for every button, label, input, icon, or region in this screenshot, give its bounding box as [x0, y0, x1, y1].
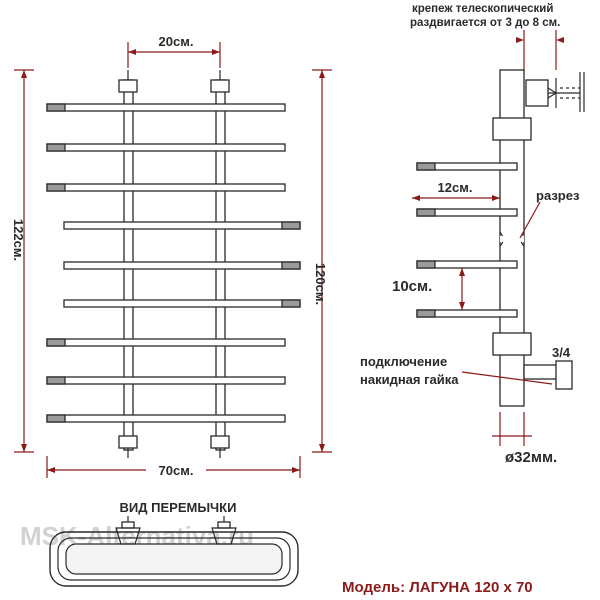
height-left-label: 122см. [11, 219, 26, 261]
bar [46, 103, 286, 112]
bridge-inner [65, 543, 283, 575]
side-bar-end [416, 208, 436, 217]
bar-end [46, 414, 66, 423]
connection-line1: подключение [360, 354, 447, 369]
bar-spacing-label: 10см. [392, 278, 432, 295]
thread-size-label: 3/4 [552, 345, 571, 360]
bar-length-label: 12см. [438, 180, 473, 195]
bar-end [281, 261, 301, 270]
bar [46, 414, 286, 423]
connection-pipe [523, 364, 559, 380]
bar-end [46, 376, 66, 385]
bar [63, 221, 301, 230]
bar-end [46, 338, 66, 347]
front-view: 20см. 122см. 120см. 70см. [11, 34, 332, 478]
mount-note-line1: крепеж телескопический [412, 3, 553, 15]
bar [46, 376, 286, 385]
bar [46, 143, 286, 152]
connection-line2: накидная гайка [360, 372, 459, 387]
side-bar-end [416, 162, 436, 171]
cut-label: разрез [536, 188, 580, 203]
bar [46, 338, 286, 347]
side-bar-end [416, 309, 436, 318]
bar [63, 299, 301, 308]
bar [46, 183, 286, 192]
top-right-nut [210, 79, 230, 93]
bridge-right-fitting [211, 516, 237, 545]
bridge-outer [49, 531, 299, 587]
bar-end [46, 143, 66, 152]
mount-note-line2: раздвигается от 3 до 8 см. [410, 17, 560, 29]
bridge-view: ВИД ПЕРЕМЫЧКИ MSK-Alternativa.ru [20, 500, 299, 587]
wall-mount-body [525, 79, 549, 107]
model-label: Модель: ЛАГУНА 120 x 70 [342, 579, 533, 596]
bar [63, 261, 301, 270]
bar-end [46, 183, 66, 192]
bar-end [281, 299, 301, 308]
bar-end [281, 221, 301, 230]
top-left-nut [118, 79, 138, 93]
bars [46, 103, 301, 423]
bar-end [46, 103, 66, 112]
height-right-label: 120см. [313, 263, 328, 305]
upper-clamp [492, 117, 532, 141]
connection-nut [555, 360, 573, 390]
side-view: крепеж телескопический раздвигается от 3… [360, 3, 585, 466]
pipe-diameter-label: ø32мм. [505, 449, 557, 466]
bottom-left-nut [118, 435, 138, 449]
bottom-right-nut [210, 435, 230, 449]
bridge-title: ВИД ПЕРЕМЫЧКИ [120, 500, 237, 515]
lower-clamp [492, 332, 532, 356]
bridge-middle [57, 537, 291, 581]
side-bar-end [416, 260, 436, 269]
top-width-label: 20см. [159, 34, 194, 49]
bottom-width-label: 70см. [159, 463, 194, 478]
bridge-left-fitting [115, 516, 141, 545]
